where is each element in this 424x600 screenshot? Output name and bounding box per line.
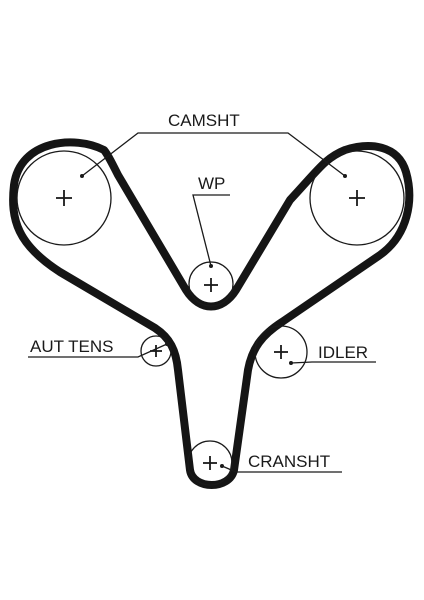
plus-icon xyxy=(274,345,288,359)
idler-leader xyxy=(290,361,376,364)
crankshaft-pulley xyxy=(187,440,233,486)
leader-dot xyxy=(209,264,213,268)
plus-icon xyxy=(204,278,218,292)
leader-dot xyxy=(80,174,84,178)
auto-tensioner-label: AUT TENS xyxy=(30,337,113,356)
auto-tensioner-pulley xyxy=(140,335,172,367)
timing-belt xyxy=(9,138,414,489)
water-pump-label: WP xyxy=(198,174,225,193)
leader-dot xyxy=(343,174,347,178)
crankshaft-leader xyxy=(221,465,342,473)
idler-pulley xyxy=(254,325,308,379)
water-pump-pulley xyxy=(188,261,234,307)
leader-dot xyxy=(289,361,293,365)
water-pump-leader xyxy=(192,194,230,267)
auto-tensioner-leader xyxy=(28,343,168,358)
idler-label: IDLER xyxy=(318,343,368,362)
camshaft-pulley-right xyxy=(309,150,405,246)
crankshaft-label: CRANSHT xyxy=(248,452,330,471)
leader-dot xyxy=(220,464,224,468)
plus-icon xyxy=(203,456,217,470)
leader-dot xyxy=(165,342,169,346)
camshaft-leader xyxy=(81,132,346,177)
camshaft-pulley-left xyxy=(16,150,112,246)
camshaft-label: CAMSHT xyxy=(168,111,240,130)
plus-icon xyxy=(349,190,365,206)
plus-icon xyxy=(56,190,72,206)
